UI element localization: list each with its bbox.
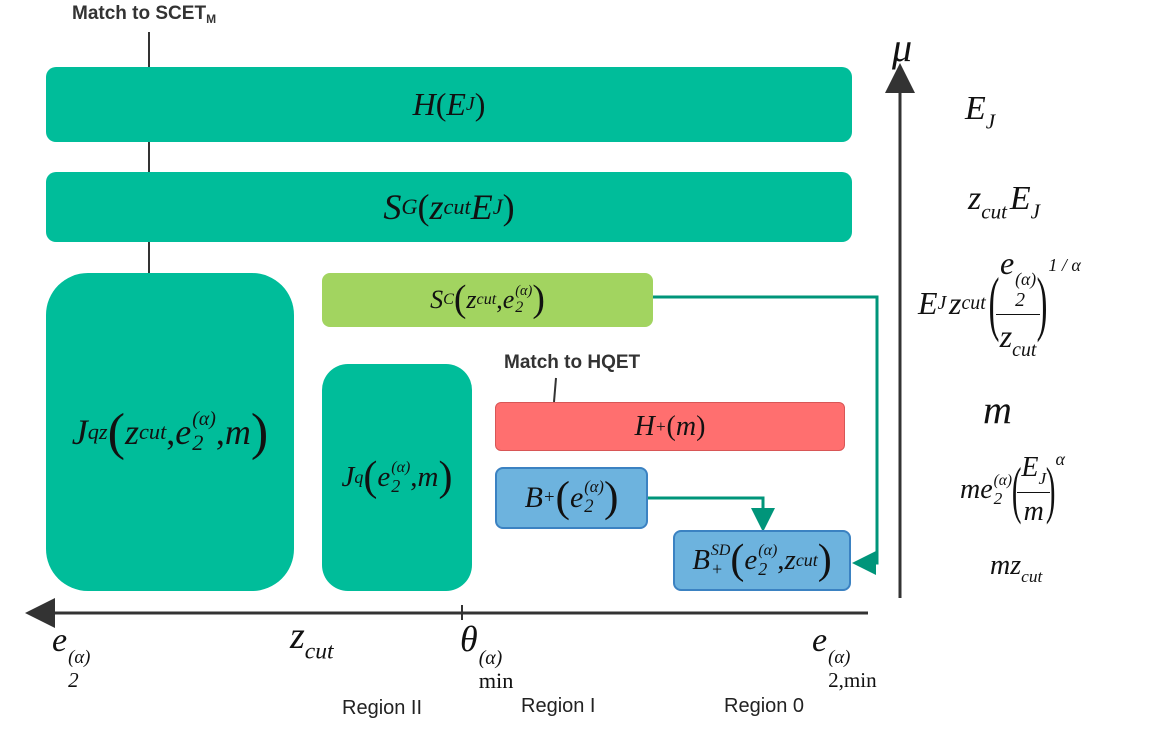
hqet-connector-line: [553, 377, 557, 403]
scale-ej: EJ: [965, 90, 996, 134]
scale-m-zcut: mzcut: [990, 550, 1043, 586]
x-tick-theta-min: θ(α)min: [460, 619, 514, 694]
scale-zcut-ej: zcut EJ: [968, 180, 1040, 224]
match-scet-label: Match to SCETM: [72, 3, 217, 26]
region-i-label: Region I: [521, 695, 596, 717]
x-tick-e2min: e(α)2,min: [812, 622, 877, 692]
x-tick-zcut: zcut: [290, 615, 334, 665]
mu-axis-label: μ: [892, 25, 913, 70]
scale-m: m: [983, 387, 1012, 432]
soft-to-bsd-arrow: [653, 295, 879, 575]
region-ii-label: Region II: [342, 697, 423, 719]
region-0-label: Region 0: [724, 695, 805, 717]
x-tick-e2: e(α)2: [52, 622, 91, 692]
hqet-hard-function-box: H+(m): [495, 402, 845, 451]
bhqet-function-box: B+(e(α)2): [495, 467, 648, 529]
match-hqet-label: Match to HQET: [504, 352, 641, 373]
b-to-bsd-arrow: [648, 496, 775, 532]
